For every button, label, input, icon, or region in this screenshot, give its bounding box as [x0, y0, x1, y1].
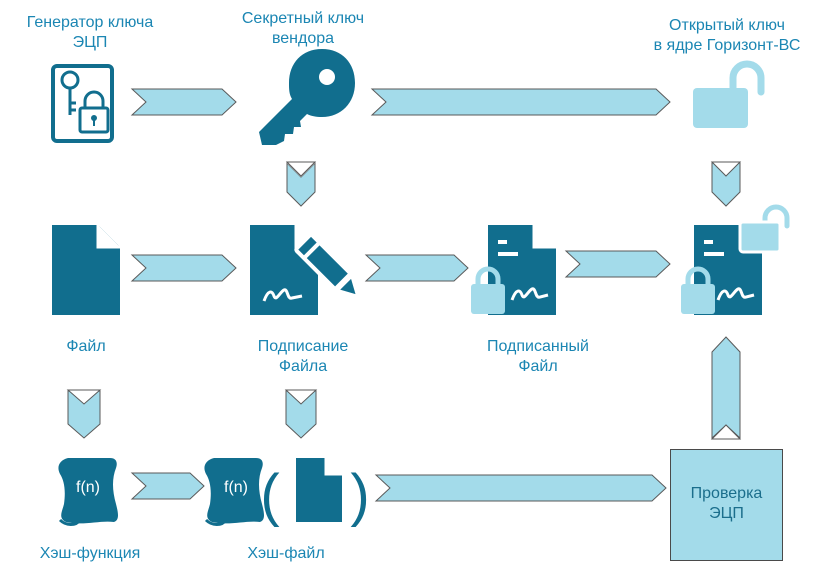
label-vendor-key: Секретный ключ вендора [230, 9, 376, 49]
arrow-file-to-signing [130, 254, 237, 282]
label-signing: Подписание Файла [242, 337, 364, 377]
arrow-signing-to-signed [364, 254, 469, 282]
label-hash-function: Хэш-функция [39, 545, 141, 562]
arrow-signed-to-verify-doc [564, 250, 671, 278]
signed-document-unlocked-icon [681, 202, 792, 315]
hash-file-fn: f(n) [224, 479, 248, 496]
key-icon [259, 49, 355, 145]
file-icon [52, 225, 120, 315]
label-generator-line1: Генератор ключа [26, 14, 154, 31]
arrow-hashfile-to-verify [374, 474, 667, 502]
label-generator-line2: ЭЦП [72, 34, 108, 51]
arrow-key-to-public-key [370, 88, 671, 116]
signed-document-icon [471, 224, 557, 315]
unlocked-padlock-icon [693, 60, 765, 128]
verify-label-line1: Проверка [690, 485, 763, 502]
small-file-icon [296, 457, 343, 522]
verify-label: Проверка ЭЦП [671, 484, 782, 524]
label-generator: Генератор ключа ЭЦП [10, 13, 170, 53]
label-vendor-key-line2: вендора [271, 30, 335, 47]
label-file: Файл [66, 338, 106, 355]
label-signed-file-line2: Файл [518, 358, 558, 375]
arrow-verify-up [711, 336, 741, 440]
key-document-icon [51, 64, 114, 143]
arrow-generator-to-key [130, 88, 237, 116]
label-signed-file: Подписанный Файл [470, 337, 606, 377]
label-signing-line1: Подписание [257, 338, 349, 355]
verify-box: Проверка ЭЦП [670, 449, 783, 561]
label-public-key-line2: в ядре Горизонт-ВС [653, 37, 801, 54]
verify-label-line2: ЭЦП [709, 505, 744, 522]
label-public-key-line1: Открытый ключ [669, 17, 785, 34]
signing-document-icon [250, 224, 361, 315]
paren-open: ( [260, 463, 279, 528]
label-vendor-key-line1: Секретный ключ [241, 10, 365, 27]
label-signing-line2: Файла [278, 358, 328, 375]
script-scroll-icon: f(n) [58, 458, 118, 526]
paren-close: ) [350, 463, 369, 528]
label-hash-file: Хэш-файл [247, 545, 325, 562]
hash-function-fn: f(n) [76, 479, 100, 496]
label-public-key: Открытый ключ в ядре Горизонт-ВС [634, 16, 820, 56]
label-signed-file-line1: Подписанный [487, 338, 589, 355]
hash-scroll-icon: f(n) [204, 458, 264, 526]
arrow-hashfn-to-hashfile [130, 472, 205, 500]
